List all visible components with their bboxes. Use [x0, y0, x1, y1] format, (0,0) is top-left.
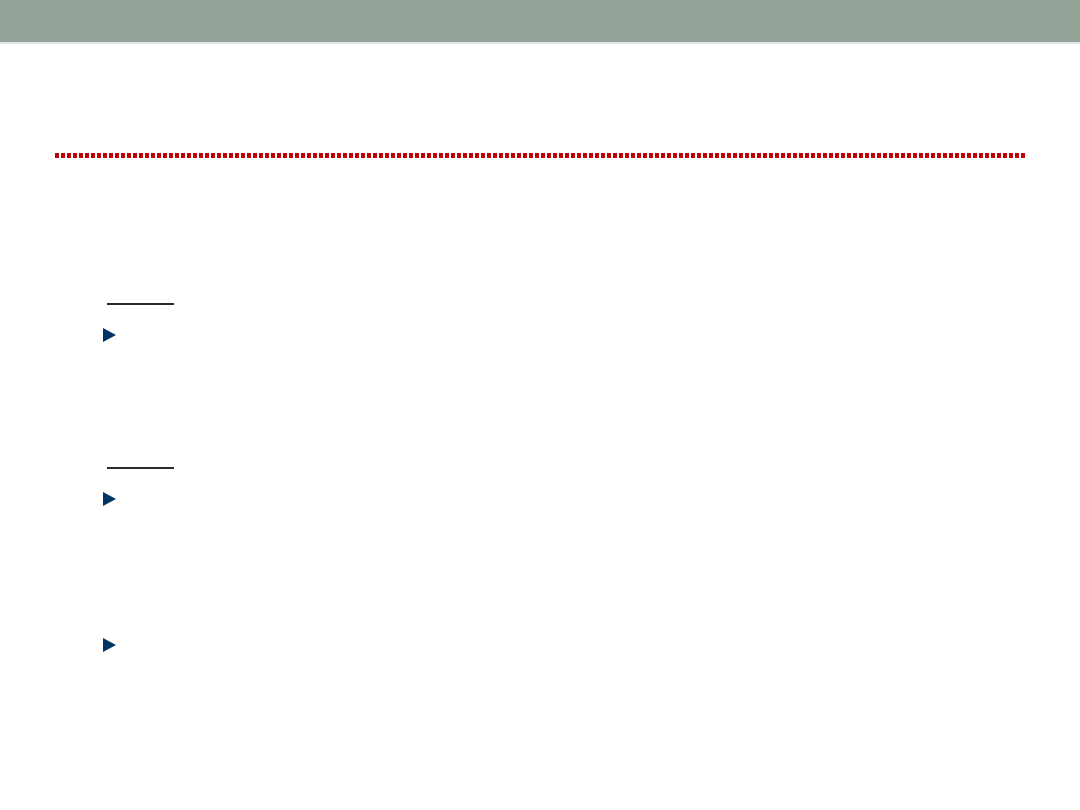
triangle-bullet-icon	[103, 328, 116, 342]
title-divider-dotted	[55, 153, 1025, 158]
section-underline-1	[107, 303, 174, 305]
section-underline-2	[107, 467, 174, 469]
triangle-bullet-icon	[103, 492, 116, 506]
header-band	[0, 0, 1080, 44]
triangle-bullet-icon	[103, 638, 116, 652]
